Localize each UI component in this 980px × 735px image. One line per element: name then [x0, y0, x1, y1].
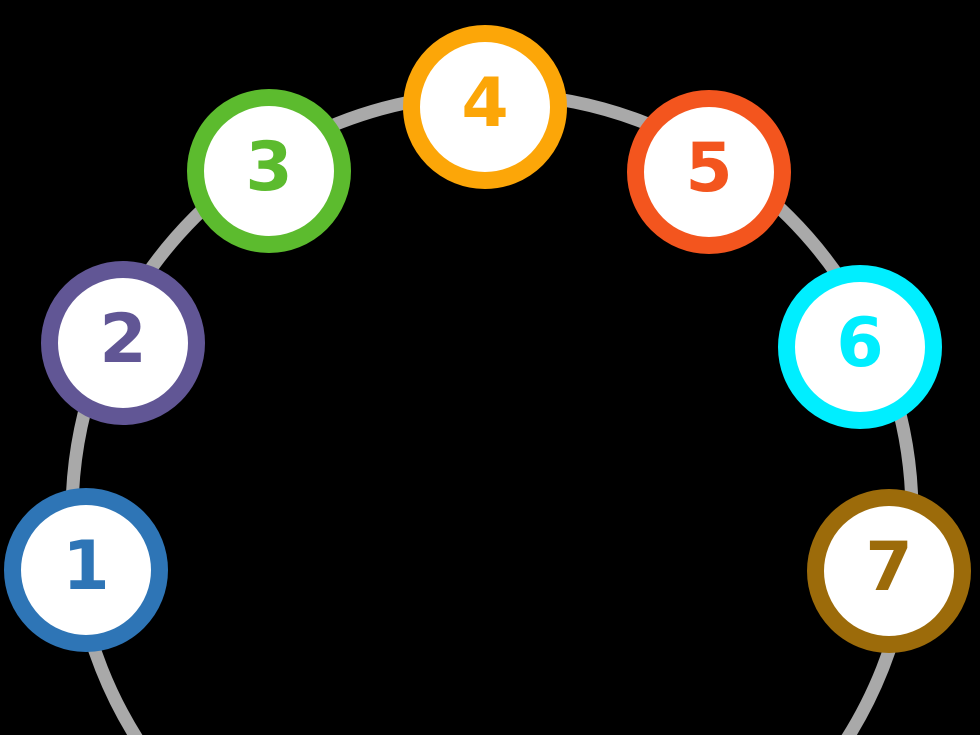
- step-number-6: 6: [836, 304, 884, 383]
- step-node-4: 4: [403, 25, 567, 189]
- step-number-3: 3: [245, 128, 293, 207]
- step-node-7: 7: [807, 489, 971, 653]
- step-node-6: 6: [778, 265, 942, 429]
- step-number-1: 1: [62, 527, 110, 606]
- step-number-5: 5: [685, 129, 733, 208]
- step-node-2: 2: [41, 261, 205, 425]
- step-number-2: 2: [99, 300, 147, 379]
- step-node-1: 1: [4, 488, 168, 652]
- step-node-3: 3: [187, 89, 351, 253]
- step-node-5: 5: [627, 90, 791, 254]
- step-number-4: 4: [461, 64, 509, 143]
- step-number-7: 7: [865, 528, 913, 607]
